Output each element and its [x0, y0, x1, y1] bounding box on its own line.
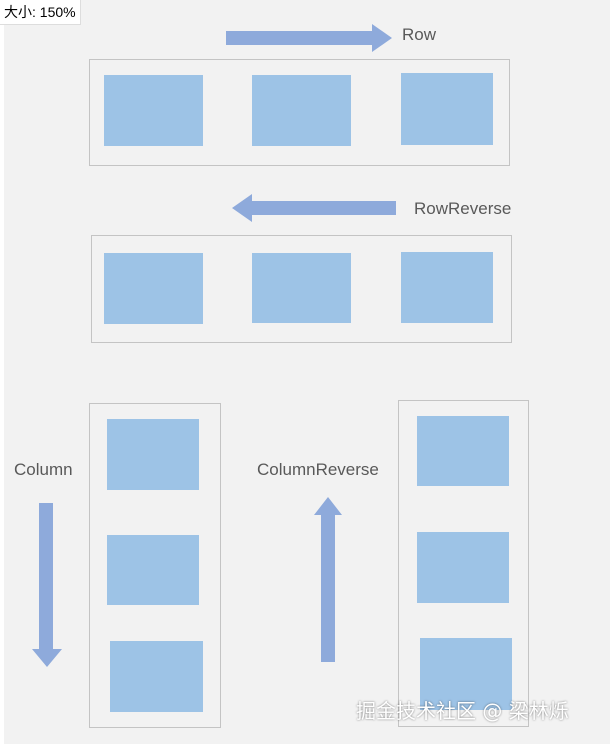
- row-direction-arrow: [226, 24, 392, 52]
- column-reverse-item-2: [417, 532, 509, 603]
- column-label: Column: [14, 460, 73, 479]
- row-reverse-item-1: [104, 253, 203, 324]
- watermark: 掘金技术社区 @ 梁林烁: [356, 699, 569, 723]
- row-reverse-item-3: [401, 252, 493, 323]
- row-item-1: [104, 75, 203, 146]
- row-item-3: [401, 73, 493, 145]
- zoom-level-label: 大小: 150%: [0, 0, 81, 25]
- column-direction-arrow: [32, 503, 62, 667]
- row-reverse-container: [91, 235, 512, 343]
- column-reverse-item-3: [420, 638, 512, 710]
- column-container: [89, 403, 221, 728]
- column-item-2: [107, 535, 199, 605]
- row-item-2: [252, 75, 351, 146]
- column-reverse-direction-arrow: [314, 497, 342, 662]
- row-container: [89, 59, 510, 166]
- column-reverse-item-1: [417, 416, 509, 486]
- row-reverse-label: RowReverse: [414, 199, 512, 218]
- column-item-1: [107, 419, 199, 490]
- column-reverse-label: ColumnReverse: [257, 460, 379, 479]
- column-item-3: [110, 641, 203, 712]
- column-reverse-container: [398, 400, 529, 727]
- row-label: Row: [402, 25, 437, 44]
- row-reverse-item-2: [252, 253, 351, 323]
- row-reverse-direction-arrow: [232, 194, 396, 222]
